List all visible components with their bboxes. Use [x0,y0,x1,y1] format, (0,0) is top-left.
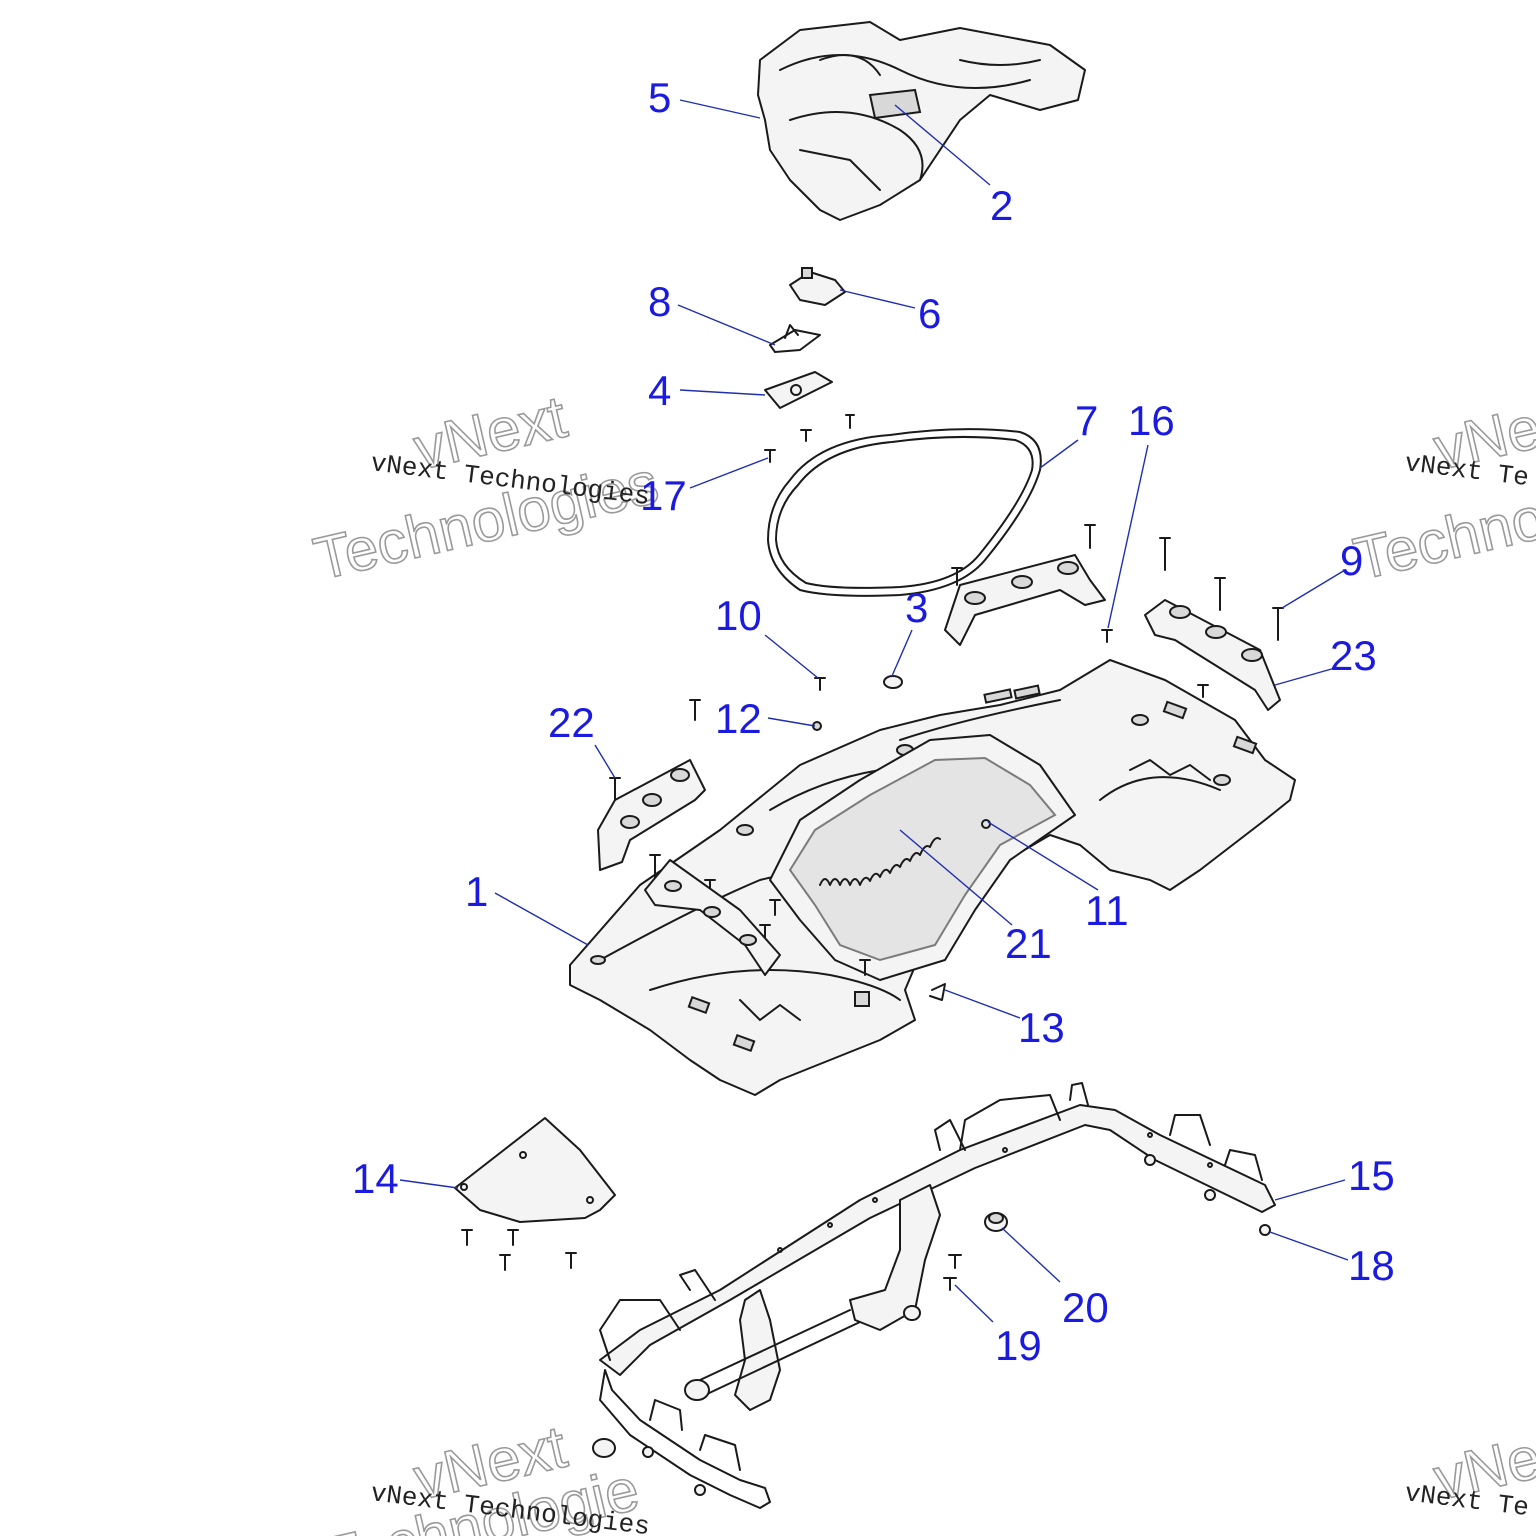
leader-4 [679,389,766,396]
leader-6 [839,289,916,309]
watermark-top-left: vNext Technologies vNext Technologies [307,382,665,593]
callout-18: 18 [1348,1242,1395,1289]
leader-11 [987,821,1099,891]
leader-19 [954,1284,994,1323]
svg-text:Techno: Techno [1348,484,1536,593]
callout-6: 6 [918,290,941,337]
leader-lines [399,99,1349,1323]
leader-3 [891,629,913,677]
callout-7: 7 [1075,397,1098,444]
callout-21: 21 [1005,920,1052,967]
part-6-latch [789,267,846,306]
callout-8: 8 [648,278,671,325]
leader-18 [1269,1231,1349,1261]
bolts-group-17 [764,414,855,463]
leader-8 [677,304,776,346]
leader-7 [1039,439,1079,469]
watermark-top-right: vNe Techno vNext Te [1347,393,1536,594]
leader-23 [1274,667,1336,686]
leader-16 [1107,444,1149,629]
callout-3: 3 [905,584,928,631]
part-7-seal [767,428,1042,597]
part-3-bracket-left [944,554,1106,646]
callout-12: 12 [715,695,762,742]
callout-2: 2 [990,182,1013,229]
leader-12 [767,717,816,727]
callout-19: 19 [995,1322,1042,1369]
part-13-pin [929,983,946,1001]
part-8-clip [769,324,821,353]
callout-20: 20 [1062,1284,1109,1331]
callout-14: 14 [352,1155,399,1202]
leader-10 [764,634,819,679]
callout-22: 22 [548,699,595,746]
part-22-bracket [597,759,706,871]
part-20-grommet [592,1212,1008,1458]
part-23-bracket-right [1144,599,1281,711]
part-18-nuts [642,1154,1271,1496]
leader-5 [679,99,761,119]
frame-holes [777,1132,1213,1253]
callout-17: 17 [640,472,687,519]
leader-9 [1281,569,1346,609]
part-1-rack [569,659,1296,1096]
callout-10: 10 [715,592,762,639]
watermark-bottom-right: vNe vNext Te [1403,1423,1536,1524]
callout-11: 11 [1085,887,1129,934]
leader-21 [899,829,1013,926]
leader-15 [1274,1179,1346,1201]
callout-16: 16 [1128,397,1175,444]
callout-15: 15 [1348,1152,1395,1199]
callout-23: 23 [1330,632,1377,679]
callout-4: 4 [648,367,671,414]
leader-1 [494,892,589,946]
part-4-plate [764,371,833,409]
leader-14 [399,1179,459,1189]
callout-numbers: 5 2 8 6 4 7 16 17 9 10 3 23 22 12 1 11 2… [352,74,1395,1369]
watermark-bottom-left: vNext Technologie vNext Technologies [317,1412,651,1536]
leader-22 [594,744,616,779]
callout-9: 9 [1340,537,1363,584]
part-5-cover [757,21,1086,221]
leader-20 [1001,1227,1061,1283]
part-19-bolts [943,1254,962,1291]
callout-5: 5 [648,74,671,121]
callout-13: 13 [1018,1004,1065,1051]
callout-1: 1 [465,868,488,915]
part-15-frame [599,1082,1276,1509]
leader-17 [689,457,769,489]
leader-2 [894,104,991,186]
leader-13 [944,989,1021,1019]
part-14-skid-plate [454,1117,616,1271]
